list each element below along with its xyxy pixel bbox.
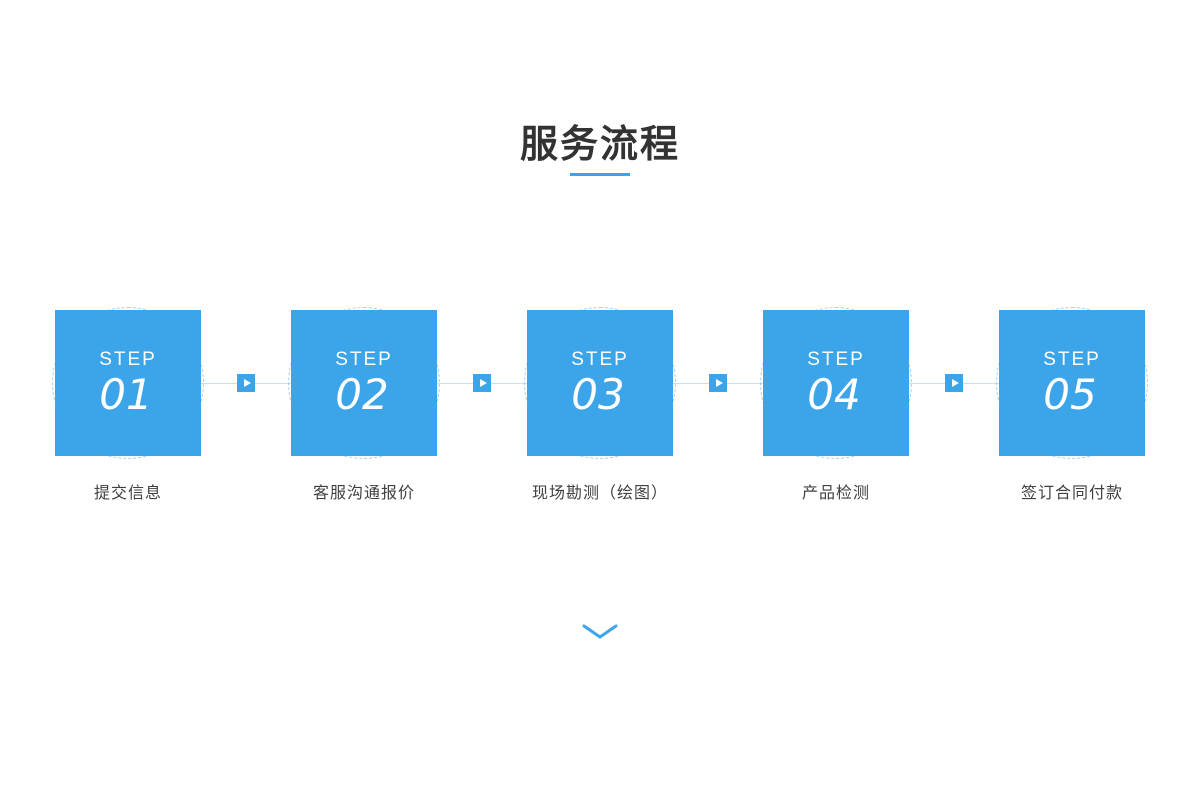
step-item-5: STEP 05 签订合同付款 xyxy=(972,307,1172,517)
chevron-down-icon[interactable] xyxy=(580,622,620,642)
arrow-triangle xyxy=(479,379,487,387)
step-caption: 产品检测 xyxy=(801,485,870,502)
page-title: 服务流程 xyxy=(519,124,680,166)
dashed-circle xyxy=(760,307,912,459)
step-label: STEP xyxy=(571,348,629,370)
step-number: 03 xyxy=(571,369,625,419)
step-label: STEP xyxy=(335,348,393,370)
arrow-right-icon xyxy=(237,374,255,392)
step-number: 05 xyxy=(1043,369,1097,419)
step-label: STEP xyxy=(807,348,865,370)
step-caption: 客服沟通报价 xyxy=(312,485,415,502)
step-caption: 现场勘测（绘图） xyxy=(531,485,668,502)
step-caption: 签订合同付款 xyxy=(1020,485,1123,502)
arrow-triangle xyxy=(951,379,959,387)
step-item-2: STEP 02 客服沟通报价 xyxy=(264,307,464,517)
arrow-right-icon xyxy=(709,374,727,392)
step-item-1: STEP 01 提交信息 xyxy=(28,307,228,517)
step-caption: 提交信息 xyxy=(93,485,162,502)
step-card: STEP 01 xyxy=(55,310,201,456)
step-number: 02 xyxy=(335,369,389,419)
arrow-right-icon xyxy=(945,374,963,392)
step-card: STEP 03 xyxy=(527,310,673,456)
step-number: 01 xyxy=(99,369,153,419)
arrow-right-icon xyxy=(473,374,491,392)
step-label: STEP xyxy=(99,348,157,370)
step-label: STEP xyxy=(1043,348,1101,370)
step-item-4: STEP 04 产品检测 xyxy=(736,307,936,517)
step-card: STEP 04 xyxy=(763,310,909,456)
arrow-triangle xyxy=(715,379,723,387)
step-card: STEP 05 xyxy=(999,310,1145,456)
dashed-circle xyxy=(996,307,1148,459)
dashed-circle xyxy=(52,307,204,459)
step-number: 04 xyxy=(807,369,861,419)
title-underline xyxy=(570,173,630,176)
step-item-3: STEP 03 现场勘测（绘图） xyxy=(500,307,700,517)
arrow-triangle xyxy=(243,379,251,387)
dashed-circle xyxy=(288,307,440,459)
dashed-circle xyxy=(524,307,676,459)
step-card: STEP 02 xyxy=(291,310,437,456)
